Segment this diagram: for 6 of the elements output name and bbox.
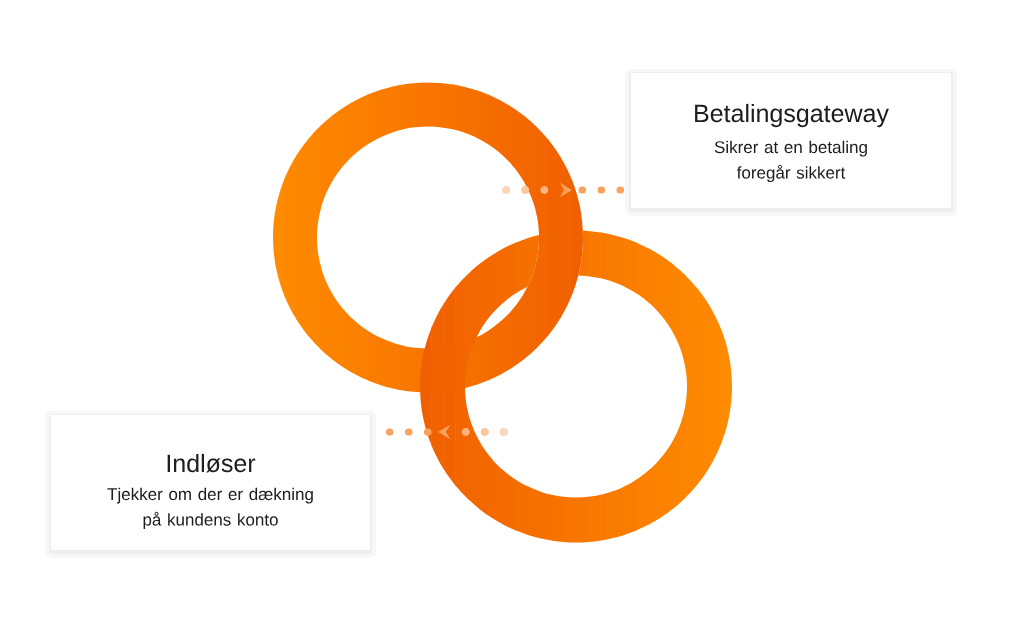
description: Sikrer at en betaling foregår sikkert [714, 140, 867, 183]
description: Tjekker om der er dækning på kundens konto [107, 487, 313, 530]
heading: Betalingsgateway [695, 103, 889, 128]
ring [420, 230, 732, 543]
heading: Indløser [167, 453, 256, 473]
card [625, 69, 957, 216]
